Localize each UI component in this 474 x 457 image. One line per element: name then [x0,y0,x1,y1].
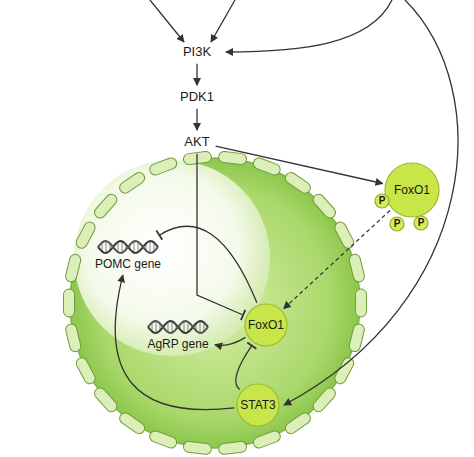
membrane-protein [348,253,365,283]
membrane-protein [117,170,146,195]
inhibition-line [197,154,243,315]
membrane-protein [311,386,338,414]
nucleus [74,160,270,356]
node-text: PI3K [183,44,211,60]
membrane-proteins [64,151,367,455]
membrane-protein [74,356,97,386]
dna-rung [150,241,151,253]
activation-arrow [196,64,197,85]
protein-circle: STAT3 [236,383,280,427]
membrane-protein [64,289,75,317]
node-text: POMC gene [95,257,161,271]
node-text: P [394,219,401,229]
node-text: P [379,196,386,206]
phosphate-circle: P [413,215,429,231]
membrane-protein [64,253,81,283]
inhibition-line [236,346,252,390]
dna-rung [156,321,157,333]
node-text: PDK1 [180,89,214,105]
circle-outline [385,163,439,217]
dna-strand [148,321,208,333]
input-arrow [211,0,235,42]
dna-rung [172,321,173,332]
membrane-protein [311,192,338,220]
membrane-protein [148,429,178,449]
pathway-label: AKT [180,132,213,152]
input-arrow [226,0,392,52]
membrane-protein [218,441,247,455]
dna-helix [91,237,165,257]
membrane-protein [183,441,212,455]
activation-arrow [115,275,234,409]
membrane-protein [283,411,312,436]
node-text: FoxO1 [248,318,284,332]
dna-rung [106,241,107,253]
circle-outline [414,216,428,230]
dna-helix [143,317,213,337]
node-text: P [418,218,425,228]
dna-strand [148,321,208,333]
signal-line [284,0,458,405]
protein-circle: FoxO1 [244,303,288,347]
phospho-protein: FoxO1 [384,162,440,218]
dna-strand [98,241,158,253]
dna-rung [134,241,135,252]
membrane-protein [92,386,119,414]
dna-rung [122,241,123,252]
node-text: STAT3 [240,398,276,412]
membrane-protein [218,151,247,165]
phosphate-circle: P [389,216,405,232]
membrane-protein [92,192,119,220]
gene-label: POMC gene [91,237,165,273]
membrane-protein [252,429,282,449]
dna-rung [184,321,185,332]
circle-outline [237,384,279,426]
membrane-protein [117,411,146,436]
activation-arrow [196,109,197,130]
activation-arrow [284,210,390,308]
node-text: AgRP gene [147,337,208,351]
phosphate-circle: P [374,193,390,209]
node-text: FoxO1 [394,183,430,197]
inhibition-line [159,226,257,303]
activation-arrow [216,146,383,183]
membrane-protein [356,289,367,317]
circle-outline [245,304,287,346]
gene-label: AgRP gene [143,317,213,353]
pathway-label: PDK1 [176,87,218,107]
dna-strand [98,241,158,253]
node-text: AKT [184,134,209,150]
membrane-protein [283,170,312,195]
pathway-label: PI3K [179,42,215,62]
circle-outline [375,194,389,208]
input-arrow [150,0,184,42]
circle-outline [390,217,404,231]
membrane-protein [65,323,82,353]
activation-arrow [215,337,246,345]
membrane-protein [148,156,178,176]
dna-rung [200,321,201,333]
membrane-protein [74,220,97,250]
